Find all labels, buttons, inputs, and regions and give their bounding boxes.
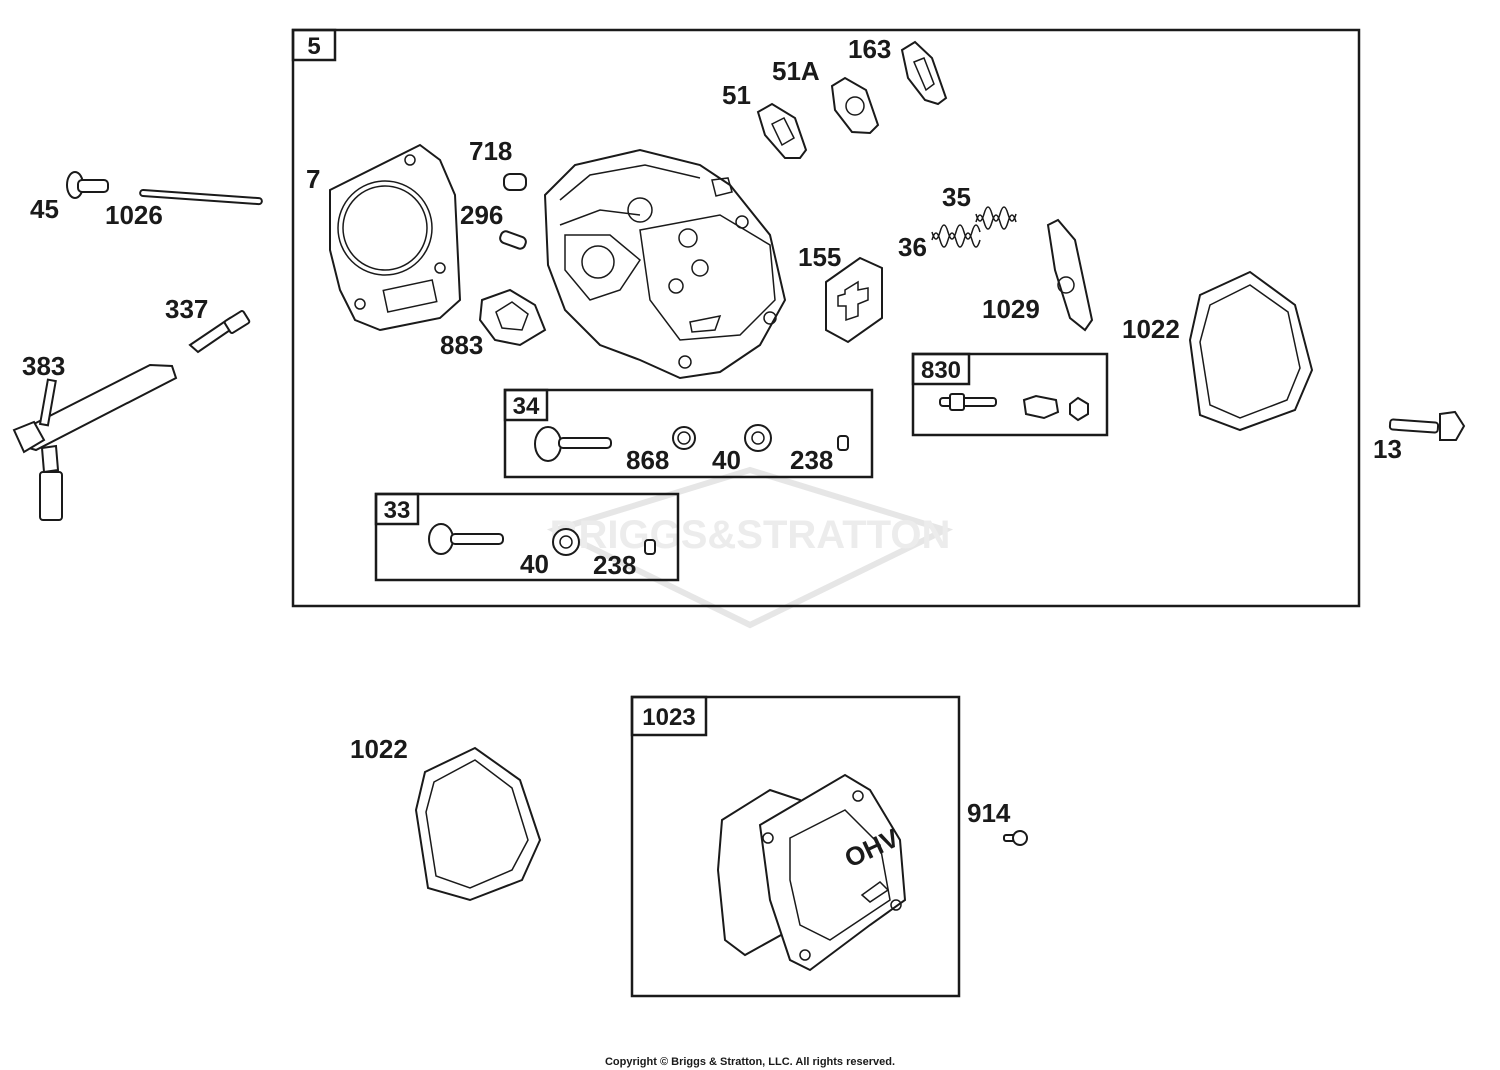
label-238: 238 <box>790 445 833 475</box>
dowel-pin-296 <box>499 230 527 250</box>
label-718: 718 <box>469 136 512 166</box>
brand-watermark: BRIGGS&STRATTON <box>546 466 954 629</box>
assembly-box-1023: 1023 <box>630 695 961 998</box>
assembly-box-830: 830 <box>911 352 1109 437</box>
rocker-arm-1029 <box>1046 218 1094 332</box>
copyright-notice: Copyright © Briggs & Stratton, LLC. All … <box>605 1056 895 1068</box>
cylinder-head <box>543 148 787 380</box>
label-40-b: 40 <box>520 549 549 579</box>
head-gasket-7 <box>329 143 462 332</box>
label-1022-b: 1022 <box>350 734 408 764</box>
label-1029: 1029 <box>982 294 1040 324</box>
label-238-b: 238 <box>593 550 636 580</box>
label-35: 35 <box>942 182 971 212</box>
svg-text:BRIGGS&STRATTON: BRIGGS&STRATTON <box>550 513 951 557</box>
gasket-51 <box>756 102 808 159</box>
breather-tube-45 <box>66 171 109 199</box>
assembly-box-33: 33 <box>374 492 680 582</box>
label-337: 337 <box>165 294 208 324</box>
label-13: 13 <box>1373 434 1402 464</box>
label-51a: 51A <box>772 56 820 86</box>
svg-text:34: 34 <box>513 393 540 420</box>
label-868: 868 <box>626 445 669 475</box>
spark-plug-wrench-383 <box>12 363 178 521</box>
dowel-pin-718 <box>503 173 527 191</box>
part-labels: 7 718 296 883 51 51A 163 155 35 36 1029 … <box>22 34 1402 828</box>
label-296: 296 <box>460 200 503 230</box>
rocker-cover-gasket-1022-b <box>414 746 542 902</box>
label-7: 7 <box>306 164 320 194</box>
gasket-51a <box>830 76 880 135</box>
gasket-163 <box>900 40 948 106</box>
assembly-box-34: 34 <box>503 388 874 479</box>
label-51: 51 <box>722 80 751 110</box>
svg-text:1023: 1023 <box>642 704 695 731</box>
label-914: 914 <box>967 798 1011 828</box>
cover-bolt-13 <box>1388 410 1466 441</box>
spark-plug-337 <box>188 309 251 354</box>
rocker-cover-1023: OHV <box>716 773 907 972</box>
screw-914 <box>1003 830 1028 846</box>
label-1022: 1022 <box>1122 314 1180 344</box>
label-383: 383 <box>22 351 65 381</box>
svg-text:33: 33 <box>384 497 411 524</box>
assembly-box-5: 5 <box>291 28 1361 608</box>
valve-spring-36 <box>931 224 981 248</box>
adjuster-stud-830 <box>939 393 1089 422</box>
intake-gasket-883 <box>478 288 547 347</box>
label-1026: 1026 <box>105 200 163 230</box>
label-40: 40 <box>712 445 741 475</box>
intake-valve-33 <box>428 523 656 556</box>
rocker-cover-gasket-1022 <box>1188 270 1314 432</box>
valve-spring-35 <box>975 206 1017 230</box>
gasket-155 <box>825 256 883 344</box>
label-163: 163 <box>848 34 891 64</box>
label-883: 883 <box>440 330 483 360</box>
push-rod-1026 <box>139 189 263 206</box>
exhaust-valve-34 <box>534 424 849 462</box>
label-45: 45 <box>30 194 59 224</box>
svg-text:5: 5 <box>307 33 320 60</box>
svg-text:830: 830 <box>921 357 961 384</box>
label-36: 36 <box>898 232 927 262</box>
label-155: 155 <box>798 242 841 272</box>
